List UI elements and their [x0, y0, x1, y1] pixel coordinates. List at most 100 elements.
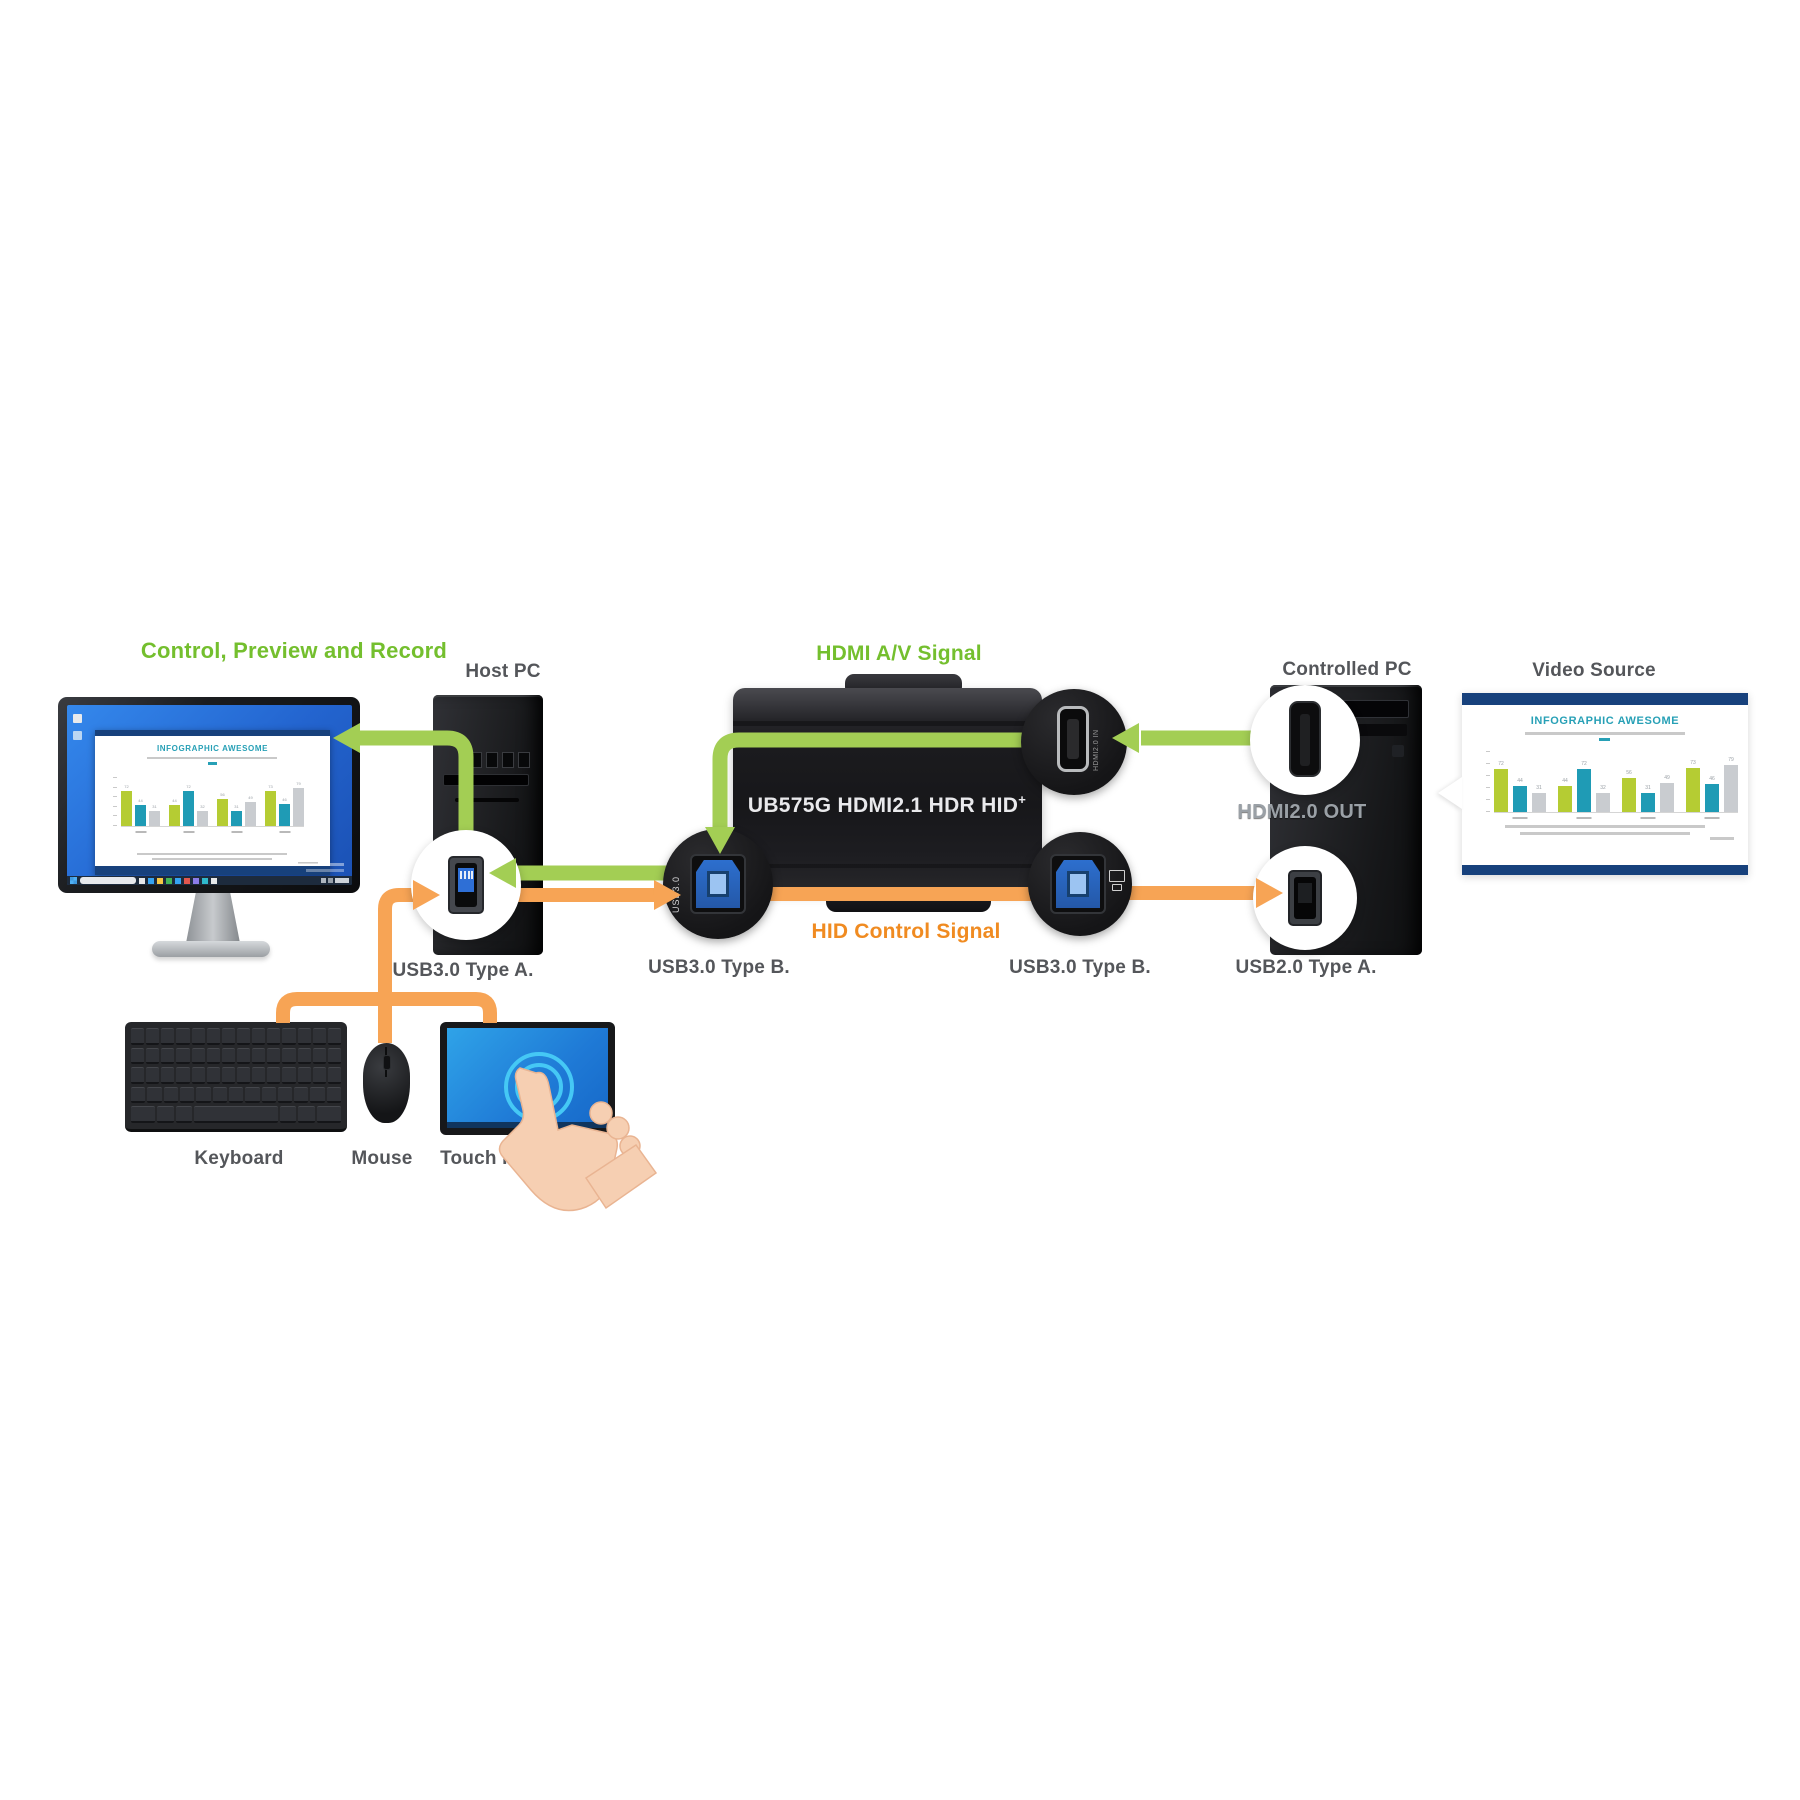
- chart-bar-value: 56: [1626, 770, 1632, 776]
- y-axis-tick: [1486, 763, 1490, 764]
- key: [310, 1086, 325, 1104]
- arrowhead-to-hdmi-in: [1112, 723, 1139, 753]
- arrowhead-to-usb2: [1256, 878, 1283, 908]
- ss-usb-icon: [1109, 870, 1125, 882]
- key: [191, 1047, 205, 1065]
- key: [297, 1067, 311, 1084]
- y-axis-tick: [1486, 799, 1490, 800]
- slide-subtitle-line: [1525, 732, 1685, 735]
- key: [206, 1028, 220, 1045]
- hdmi-out-port: [1289, 701, 1321, 777]
- key: [163, 1086, 178, 1104]
- device-bottom-seam: [733, 864, 1042, 868]
- key: [147, 1086, 162, 1104]
- arrowhead-to-usb-b-left: [654, 880, 681, 910]
- panel-bottom-bar: [1462, 865, 1748, 875]
- chart-bar-value: 72: [186, 784, 191, 789]
- chart-bar: 73: [265, 785, 276, 826]
- slide-paragraph-line: [137, 853, 287, 855]
- taskbar-tray: [321, 878, 349, 883]
- taskbar-app-icon: [202, 877, 208, 884]
- label-usb30-type-b-left: USB3.0 Type B.: [648, 957, 790, 978]
- key: [267, 1028, 281, 1045]
- chart-bar: 46: [279, 798, 290, 826]
- key: [327, 1047, 341, 1065]
- window-bottom-bar: [95, 866, 330, 875]
- label-control-preview-record: Control, Preview and Record: [140, 638, 448, 663]
- label-hid-control-signal: HID Control Signal: [811, 920, 1001, 943]
- chart-bar: 79: [293, 782, 304, 826]
- key: [279, 1106, 297, 1123]
- y-axis-tick: [113, 805, 117, 807]
- chart-bar: 32: [1596, 786, 1610, 812]
- arrowhead-down-to-usb-b: [705, 827, 735, 854]
- taskbar: [67, 876, 352, 885]
- chart-bar: 31: [231, 805, 242, 826]
- ss-usb-icon-base: [1112, 884, 1122, 891]
- key: [252, 1028, 266, 1045]
- key: [179, 1086, 195, 1104]
- key: [146, 1028, 160, 1045]
- taskbar-app-icon: [193, 877, 199, 884]
- chart-bar-value: 44: [172, 798, 177, 803]
- slide-title: INFOGRAPHIC AWESOME: [156, 744, 269, 753]
- mouse: [363, 1043, 410, 1123]
- mouse-scroll-wheel: [383, 1055, 391, 1070]
- chart-category-label: [1576, 817, 1592, 819]
- green-line-to-monitor: [352, 730, 474, 885]
- chart-bar: 49: [245, 796, 256, 826]
- orange-line-hid-trunk: [378, 888, 436, 1043]
- label-hdmi20-out: HDMI2.0 OUT: [1237, 801, 1367, 823]
- y-axis-tick: [113, 825, 117, 826]
- key: [191, 1028, 205, 1045]
- key: [175, 1106, 193, 1123]
- key: [161, 1047, 175, 1065]
- device-model-text: UB575G HDMI2.1 HDR HID: [747, 794, 1019, 817]
- key: [156, 1106, 174, 1123]
- device-top-seam: [733, 721, 1042, 726]
- taskbar-search: [80, 877, 136, 884]
- key: [245, 1086, 260, 1104]
- slide-paragraph-line: [152, 858, 272, 860]
- chart-category-label: [231, 831, 242, 833]
- key: [294, 1086, 309, 1104]
- key: [326, 1086, 342, 1104]
- key: [267, 1047, 281, 1065]
- key: [131, 1047, 145, 1065]
- label-controlled-pc: Controlled PC: [1282, 659, 1412, 680]
- key: [146, 1047, 160, 1065]
- chart-bar-value: 31: [152, 804, 157, 809]
- keyboard-row: [131, 1047, 341, 1065]
- vent: [486, 752, 498, 768]
- key: [297, 1047, 311, 1065]
- chart-bar-value: 73: [1690, 760, 1696, 766]
- chart-bar: 31: [149, 805, 160, 826]
- chart-bar: 46: [1705, 777, 1719, 812]
- chart-bar: 56: [217, 793, 228, 826]
- key: [191, 1067, 205, 1084]
- chart-bar-value: 72: [124, 784, 129, 789]
- chart-bar: 44: [135, 799, 146, 826]
- label-usb30-type-a: USB3.0 Type A.: [392, 960, 534, 981]
- key: [312, 1067, 326, 1084]
- key: [267, 1067, 281, 1084]
- taskbar-app-icon: [157, 877, 163, 884]
- taskbar-app-icon: [211, 877, 217, 884]
- controlled-hdmi-out-badge: [1250, 685, 1360, 795]
- slide-pagination: [1710, 837, 1734, 840]
- chart-bar: 79: [1724, 758, 1738, 812]
- vent: [502, 752, 514, 768]
- y-axis-tick: [1486, 751, 1490, 752]
- taskbar-app-icon: [139, 877, 145, 884]
- key: [236, 1047, 251, 1065]
- power-button: [1392, 745, 1404, 757]
- slide-subtitle-line: [147, 757, 277, 759]
- key: [236, 1067, 251, 1084]
- key: [312, 1047, 326, 1065]
